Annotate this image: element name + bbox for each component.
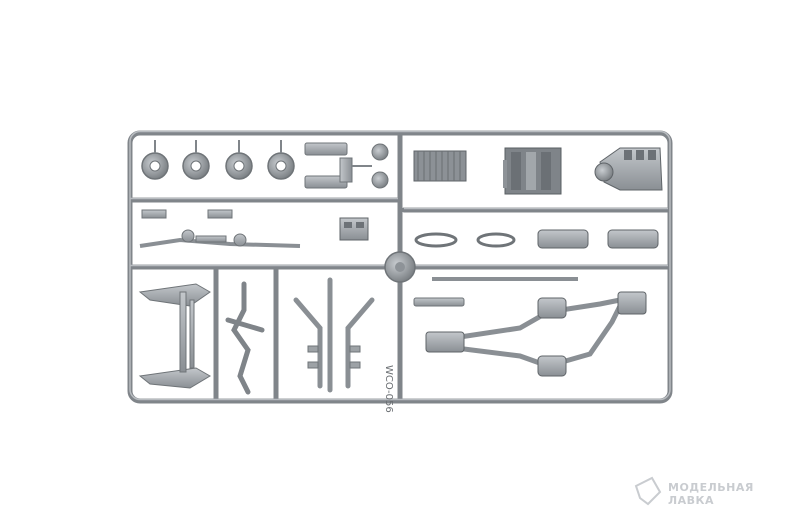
- engine-v-block: [594, 147, 663, 191]
- brake-disk-2: [182, 152, 210, 180]
- part-number-label: WCO-056: [383, 365, 394, 413]
- suspension-parts: [138, 283, 211, 389]
- brake-disk-3: [225, 152, 253, 180]
- grille-part: [413, 150, 467, 182]
- exhaust-system-part: [413, 291, 647, 377]
- pump-parts: [537, 229, 659, 249]
- pulley-parts: [414, 232, 516, 248]
- watermark: МОДЕЛЬНАЯ ЛАВКА: [634, 476, 754, 507]
- watermark-line-1: МОДЕЛЬНАЯ: [668, 481, 754, 494]
- watermark-logo-icon: [634, 476, 662, 506]
- brake-disk-1: [141, 152, 169, 180]
- header-pipe-stubs: [307, 345, 361, 369]
- watermark-line-2: ЛАВКА: [668, 494, 714, 507]
- panel-parts: [304, 142, 389, 189]
- crossmember-part: [225, 281, 265, 395]
- exhaust-header-parts: [293, 277, 375, 393]
- brake-disk-4: [267, 152, 295, 180]
- brake-disk-parts: [141, 140, 295, 180]
- engine-block-parts: [503, 147, 562, 195]
- tie-rod-parts: [139, 229, 301, 248]
- small-tabs: [141, 209, 233, 219]
- carburetor-part: [339, 217, 369, 241]
- sprue-gate-disk: [384, 251, 416, 283]
